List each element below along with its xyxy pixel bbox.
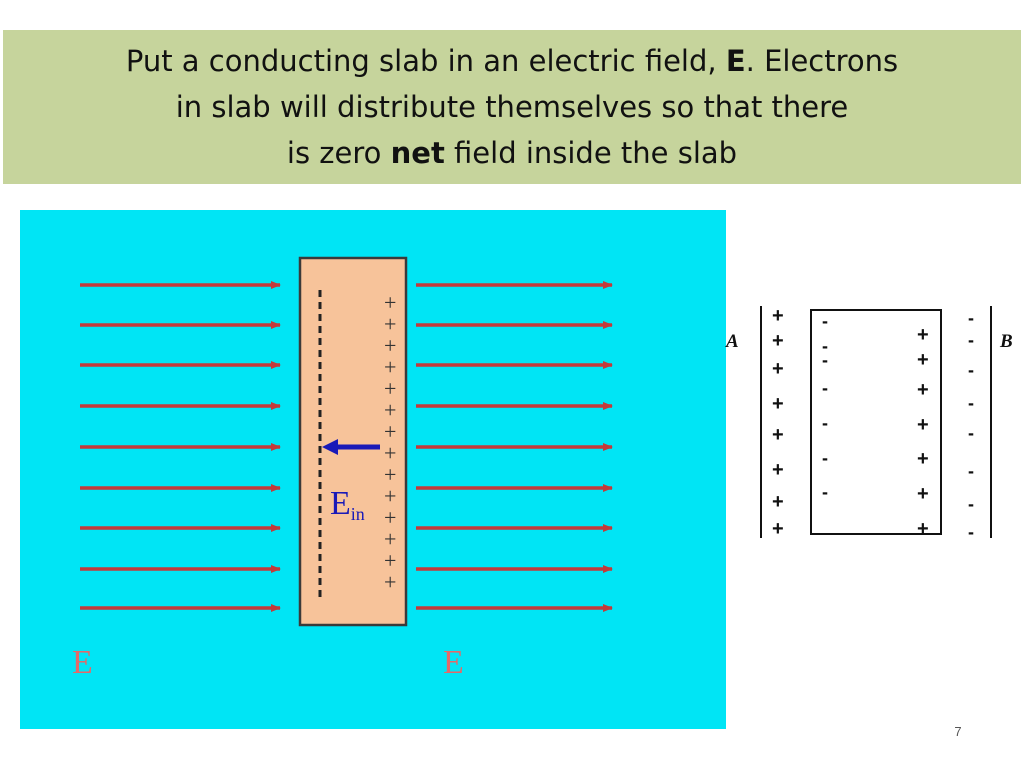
plus-charge: +: [384, 333, 396, 358]
plus-charge: +: [772, 330, 784, 352]
plus-charge: +: [384, 570, 396, 595]
minus-charge: -: [822, 448, 828, 468]
plate-label-a: A: [725, 331, 739, 352]
slab-outline: [810, 309, 942, 535]
title-line-1: Put a conducting slab in an electric fie…: [126, 38, 898, 84]
minus-charge: -: [822, 336, 828, 356]
title-text: is zero: [286, 136, 391, 170]
plate-b-charges: --------: [968, 308, 974, 542]
external-field-label-left: E: [72, 644, 93, 681]
minus-charge: -: [822, 311, 828, 331]
minus-charge: -: [822, 378, 828, 398]
minus-charge: -: [968, 494, 974, 514]
minus-charge: -: [968, 360, 974, 380]
title-text: . Electrons: [745, 44, 899, 78]
conducting-slab: [298, 256, 408, 627]
conducting-slab-field-diagram: ++++++++++++++ Ein E E: [20, 210, 726, 729]
plus-charge: +: [917, 448, 929, 470]
minus-charge: -: [968, 423, 974, 443]
title-bold-e: E: [725, 44, 746, 78]
plus-charge: +: [917, 379, 929, 401]
inner-field-label: Ein: [330, 485, 365, 524]
plus-charge: +: [917, 349, 929, 371]
plus-charge: +: [917, 324, 929, 346]
minus-charge: -: [822, 350, 828, 370]
inner-field-arrow: [322, 439, 380, 455]
plus-charge: +: [917, 414, 929, 436]
plus-charge: +: [384, 548, 396, 573]
minus-charge: -: [822, 413, 828, 433]
plus-charge: +: [384, 462, 396, 487]
external-field-arrows-left: [80, 281, 281, 612]
plus-charge: +: [384, 355, 396, 380]
title-line-3: is zero net field inside the slab: [287, 130, 737, 176]
minus-charge: -: [968, 393, 974, 413]
plus-charge: +: [384, 398, 396, 423]
plate-a-charges: + + + + + + + +: [772, 305, 784, 540]
title-text: field inside the slab: [444, 136, 738, 170]
minus-charge: -: [968, 461, 974, 481]
minus-charge: -: [968, 330, 974, 350]
plus-charge: +: [772, 491, 784, 513]
plus-charge: +: [772, 424, 784, 446]
title-text: Put a conducting slab in an electric fie…: [125, 44, 726, 78]
plus-charge: +: [772, 518, 784, 540]
minus-charge: -: [968, 522, 974, 542]
minus-charge: -: [968, 308, 974, 328]
plus-charge: +: [772, 393, 784, 415]
title-bold-net: net: [390, 136, 445, 170]
plus-charge: +: [384, 376, 396, 401]
plus-charge: +: [384, 505, 396, 530]
external-field-arrows-right: [416, 281, 613, 612]
title-line-2: in slab will distribute themselves so th…: [175, 90, 849, 124]
slide-number: 7: [954, 724, 962, 739]
plus-charge: +: [917, 518, 929, 540]
plus-charge: +: [384, 290, 396, 315]
slab-left-charges: -------: [822, 311, 828, 502]
external-field-label-right: E: [443, 644, 464, 681]
plus-charge: +: [384, 441, 396, 466]
minus-charge: -: [822, 482, 828, 502]
plus-charge: +: [384, 527, 396, 552]
plus-charge: +: [917, 483, 929, 505]
positive-charges-column: ++++++++++++++: [384, 290, 396, 595]
slab-right-charges: + + + + + + +: [917, 324, 929, 540]
plus-charge: +: [772, 358, 784, 380]
plus-charge: +: [772, 305, 784, 327]
plus-charge: +: [384, 312, 396, 337]
plus-charge: +: [384, 419, 396, 444]
charge-distribution-diagram: A B ++++++++ ------- +++++++ --------: [725, 305, 1013, 542]
plus-charge: +: [384, 484, 396, 509]
title-banner: Put a conducting slab in an electric fie…: [3, 30, 1021, 184]
plus-charge: +: [772, 459, 784, 481]
plate-label-b: B: [999, 331, 1013, 352]
